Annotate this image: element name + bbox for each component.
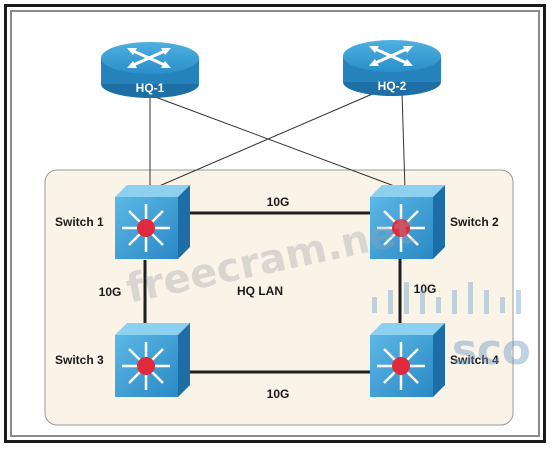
router-hq1-label: HQ-1 <box>136 81 165 95</box>
uplink-hq2-sw1 <box>149 91 378 191</box>
watermark-brand: sco <box>452 325 531 374</box>
uplink-hq1-sw2 <box>149 94 406 191</box>
router-arrows-icon <box>127 48 171 68</box>
router-hq1: HQ-1 <box>101 42 199 98</box>
switch-2 <box>370 185 445 259</box>
switch-4-label: Switch 4 <box>450 353 499 367</box>
switch-1-label: Switch 1 <box>55 215 104 229</box>
switch-core-dot <box>137 219 155 237</box>
link-label-top: 10G <box>267 195 290 209</box>
switch-core-dot <box>137 357 155 375</box>
router-uplinks <box>149 91 406 191</box>
hq-lan-label: HQ LAN <box>237 284 283 298</box>
link-label-right: 10G <box>414 282 437 296</box>
cisco-bars-watermark <box>372 282 521 314</box>
router-hq2-label: HQ-2 <box>378 79 407 93</box>
lan-links <box>143 211 402 374</box>
router-arrows-icon <box>369 46 413 66</box>
switch-2-label: Switch 2 <box>450 215 499 229</box>
router-hq2: HQ-2 <box>343 40 441 96</box>
link-label-left: 10G <box>99 285 122 299</box>
switch-3 <box>115 323 190 397</box>
switch-3-label: Switch 3 <box>55 353 104 367</box>
link-label-bottom: 10G <box>267 387 290 401</box>
uplink-hq2-sw2 <box>401 91 406 191</box>
switch-4 <box>370 323 445 397</box>
switch-core-dot <box>392 357 410 375</box>
switch-core-dot <box>392 219 410 237</box>
switch-1 <box>115 185 190 259</box>
